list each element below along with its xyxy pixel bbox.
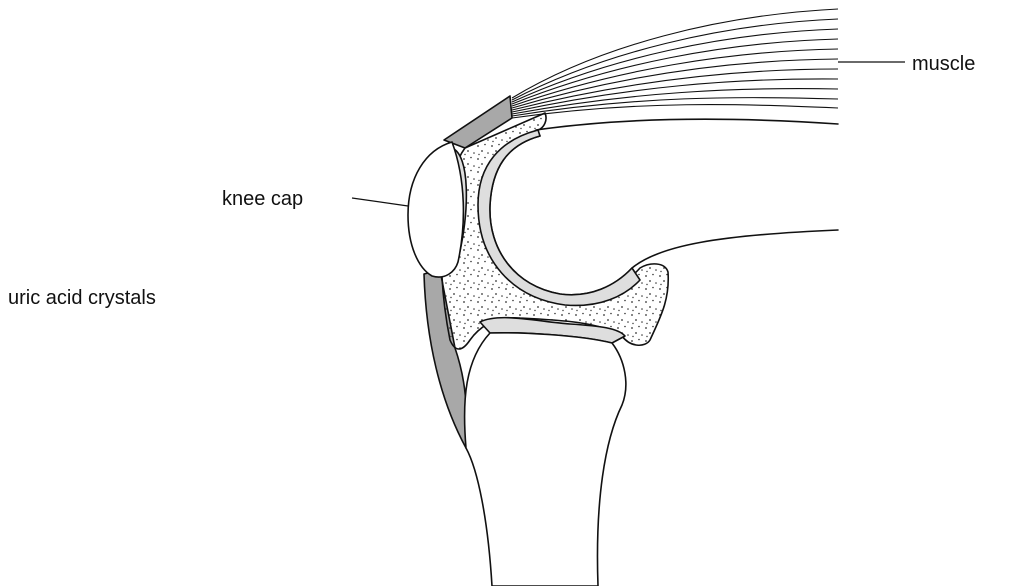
thigh-outline bbox=[536, 119, 838, 130]
knee-cap-leader-line bbox=[352, 198, 408, 206]
tibia bbox=[465, 333, 626, 586]
uric-acid-crystals-label: uric acid crystals bbox=[8, 287, 156, 309]
muscle-label: muscle bbox=[912, 53, 975, 75]
knee-cap bbox=[408, 142, 463, 277]
knee-cap-label: knee cap bbox=[222, 188, 303, 210]
muscle-fibres bbox=[512, 9, 838, 118]
